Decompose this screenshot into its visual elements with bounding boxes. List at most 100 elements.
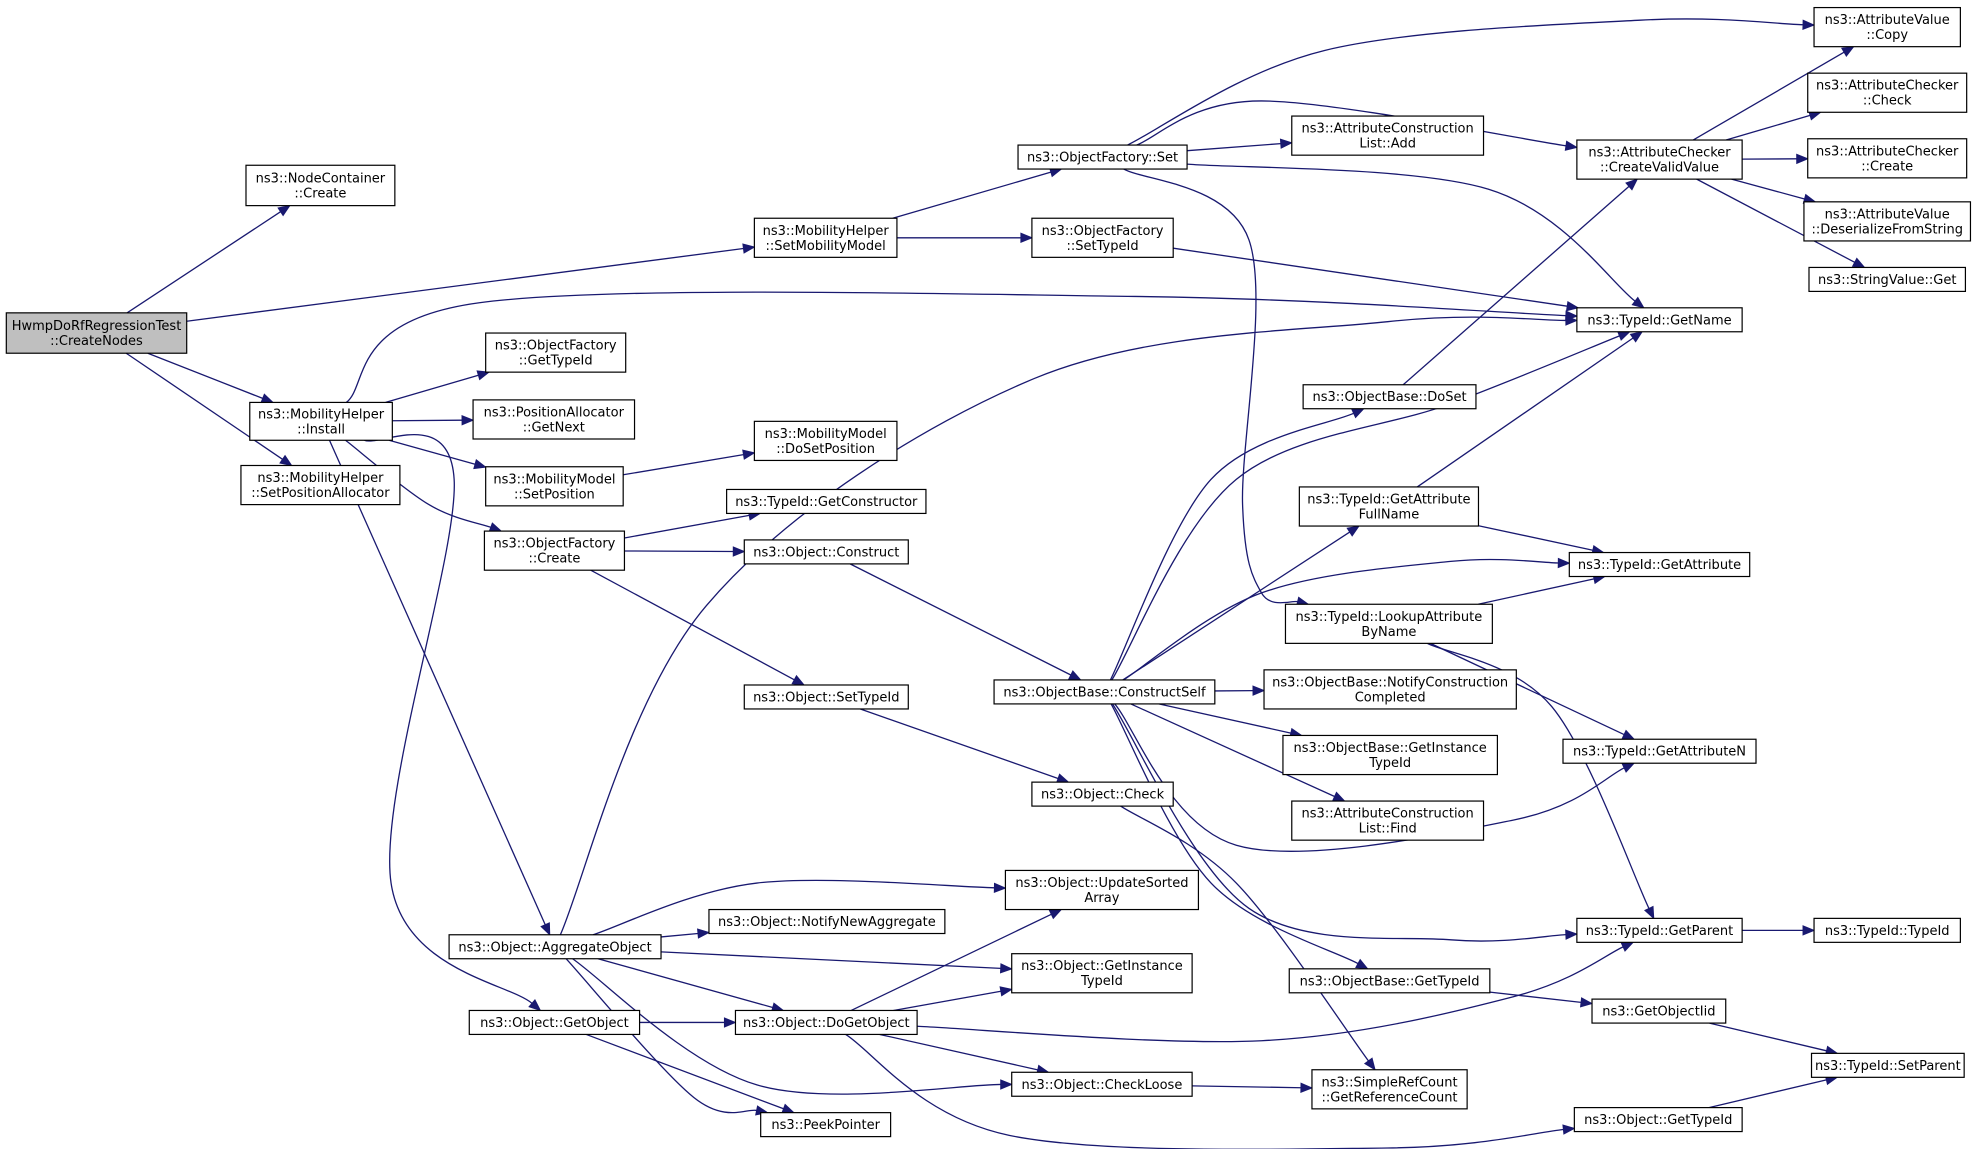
node-ac-create[interactable]: ns3::AttributeChecker::Create bbox=[1807, 138, 1968, 179]
node-obj-getobject[interactable]: ns3::Object::GetObject bbox=[468, 1009, 641, 1036]
node-mm-dosetpos[interactable]: ns3::MobilityModel::DoSetPosition bbox=[753, 420, 898, 462]
node-ob-doset[interactable]: ns3::ObjectBase::DoSet bbox=[1302, 384, 1477, 410]
edge-of_set-to-ac_createvalid bbox=[1136, 100, 1579, 151]
node-label-line: ns3::TypeId::GetAttribute bbox=[1578, 558, 1741, 573]
node-ac-createvalid[interactable]: ns3::AttributeChecker::CreateValidValue bbox=[1576, 139, 1743, 180]
arrowhead bbox=[1644, 905, 1655, 920]
arrowhead bbox=[1802, 925, 1816, 936]
edge-of_create-to-obj_construct bbox=[624, 546, 746, 557]
node-obj-notifyagg[interactable]: ns3::Object::NotifyNewAggregate bbox=[708, 908, 946, 935]
edge-line bbox=[660, 951, 1001, 969]
edge-obj_settypeid-to-obj_check bbox=[860, 708, 1070, 784]
node-tid-getname[interactable]: ns3::TypeId::GetName bbox=[1576, 307, 1743, 333]
node-nc-create[interactable]: ns3::NodeContainer::Create bbox=[245, 164, 396, 207]
node-av-copy[interactable]: ns3::AttributeValue::Copy bbox=[1813, 6, 1961, 48]
node-tid-getctor[interactable]: ns3::TypeId::GetConstructor bbox=[726, 488, 927, 515]
arrowhead bbox=[1629, 331, 1644, 343]
node-mh-setpos[interactable]: ns3::MobilityHelper::SetPositionAllocato… bbox=[240, 464, 401, 506]
node-root[interactable]: HwmpDoRfRegressionTest::CreateNodes bbox=[5, 312, 188, 354]
edge-line bbox=[624, 514, 750, 539]
edge-line bbox=[892, 171, 1052, 219]
edge-line bbox=[1427, 642, 1650, 909]
node-ac-check[interactable]: ns3::AttributeChecker::Check bbox=[1807, 72, 1968, 113]
node-label-line: ns3::MobilityHelper bbox=[258, 407, 385, 422]
node-obj-aggregate[interactable]: ns3::Object::AggregateObject bbox=[448, 934, 662, 960]
node-box bbox=[1291, 115, 1485, 156]
node-tid-getparent[interactable]: ns3::TypeId::GetParent bbox=[1576, 917, 1743, 943]
node-label-line: TypeId bbox=[1080, 974, 1123, 989]
node-obj-checkloose[interactable]: ns3::Object::CheckLoose bbox=[1011, 1071, 1193, 1097]
node-obj-gettypeid[interactable]: ns3::Object::GetTypeId bbox=[1573, 1106, 1743, 1133]
edge-ob_gettypeid-to-getobjectiid bbox=[1489, 991, 1594, 1008]
arrowhead bbox=[1279, 138, 1294, 149]
edge-line bbox=[1696, 178, 1856, 263]
node-label-line: ns3::MobilityHelper bbox=[257, 471, 384, 486]
node-label-line: Array bbox=[1084, 891, 1119, 906]
edge-obj_aggregate-to-obj_notifyagg bbox=[660, 928, 711, 939]
node-box bbox=[1017, 144, 1188, 170]
edge-tid_getattrfull-to-tid_getname bbox=[1416, 331, 1644, 488]
edge-line bbox=[1173, 247, 1568, 307]
node-src-getref[interactable]: ns3::SimpleRefCount::GetReferenceCount bbox=[1311, 1069, 1468, 1110]
node-label-line: ns3::Object::SetTypeId bbox=[753, 690, 899, 705]
arrowhead bbox=[1363, 1057, 1376, 1071]
node-box bbox=[1011, 1071, 1193, 1097]
arrowhead bbox=[1579, 997, 1594, 1008]
node-of-create[interactable]: ns3::ObjectFactory::Create bbox=[483, 530, 626, 571]
edge-line bbox=[1416, 337, 1634, 488]
node-label-line: ::CreateValidValue bbox=[1600, 161, 1719, 176]
node-obj-dogetobject[interactable]: ns3::Object::DoGetObject bbox=[734, 1009, 918, 1036]
node-label-line: ns3::Object::Check bbox=[1041, 788, 1165, 803]
node-sv-get[interactable]: ns3::StringValue::Get bbox=[1808, 266, 1967, 293]
node-mh-setmob[interactable]: ns3::MobilityHelper::SetMobilityModel bbox=[753, 217, 898, 258]
arrowhead bbox=[791, 674, 806, 686]
node-label-line: ::Check bbox=[1863, 94, 1912, 109]
arrowhead bbox=[993, 882, 1007, 894]
node-obj-construct[interactable]: ns3::Object::Construct bbox=[743, 539, 909, 565]
node-ob-notifycc[interactable]: ns3::ObjectBase::NotifyConstructionCompl… bbox=[1263, 669, 1517, 710]
node-tid-setparent[interactable]: ns3::TypeId::SetParent bbox=[1810, 1052, 1965, 1078]
node-tid-getattr[interactable]: ns3::TypeId::GetAttribute bbox=[1568, 551, 1751, 578]
edge-mh_install-to-obj_aggregate bbox=[328, 439, 551, 936]
node-mh-install[interactable]: ns3::MobilityHelper::Install bbox=[249, 401, 393, 441]
arrowhead bbox=[1020, 232, 1034, 244]
node-getobjectiid[interactable]: ns3::GetObjectIid bbox=[1591, 998, 1727, 1024]
node-obj-settypeid[interactable]: ns3::Object::SetTypeId bbox=[743, 684, 909, 710]
node-label-line: ns3::MobilityHelper bbox=[763, 224, 890, 239]
edge-line bbox=[1130, 703, 1335, 798]
node-peekpointer[interactable]: ns3::PeekPointer bbox=[760, 1112, 892, 1138]
arrowhead bbox=[1851, 257, 1866, 269]
node-label-line: ::SetPositionAllocator bbox=[251, 486, 390, 501]
node-tid-typeid[interactable]: ns3::TypeId::TypeId bbox=[1813, 917, 1961, 943]
edge-line bbox=[147, 352, 263, 399]
edge-line bbox=[328, 439, 546, 925]
edge-line bbox=[1192, 1085, 1301, 1089]
node-of-set[interactable]: ns3::ObjectFactory::Set bbox=[1017, 144, 1188, 170]
edge-ob_constructself-to-tid_getname bbox=[1111, 331, 1631, 681]
edge-line bbox=[125, 352, 283, 460]
node-label-line: ns3::AttributeConstruction bbox=[1302, 122, 1474, 137]
node-box bbox=[1807, 138, 1968, 179]
arrowhead bbox=[1802, 19, 1816, 30]
node-of-gettypeid[interactable]: ns3::ObjectFactory::GetTypeId bbox=[485, 332, 627, 373]
node-ob-gettypeid[interactable]: ns3::ObjectBase::GetTypeId bbox=[1288, 968, 1491, 994]
node-tid-getattrn[interactable]: ns3::TypeId::GetAttributeN bbox=[1562, 738, 1757, 764]
node-pa-getnext[interactable]: ns3::PositionAllocator::GetNext bbox=[472, 399, 636, 440]
node-of-settypeid[interactable]: ns3::ObjectFactory::SetTypeId bbox=[1031, 217, 1174, 258]
edge-ob_constructself-to-tid_getattr bbox=[1123, 557, 1571, 681]
arrowhead bbox=[999, 986, 1014, 997]
node-mm-setpos[interactable]: ns3::MobilityModel::SetPosition bbox=[485, 466, 624, 507]
edge-tid_getparent-to-tid_typeid bbox=[1742, 925, 1816, 936]
arrowhead bbox=[488, 522, 503, 533]
node-av-deser[interactable]: ns3::AttributeValue::DeserializeFromStri… bbox=[1803, 201, 1972, 242]
node-obj-check[interactable]: ns3::Object::Check bbox=[1031, 781, 1174, 807]
node-ob-constructself[interactable]: ns3::ObjectBase::ConstructSelf bbox=[993, 679, 1216, 705]
edge-line bbox=[1110, 703, 1359, 965]
